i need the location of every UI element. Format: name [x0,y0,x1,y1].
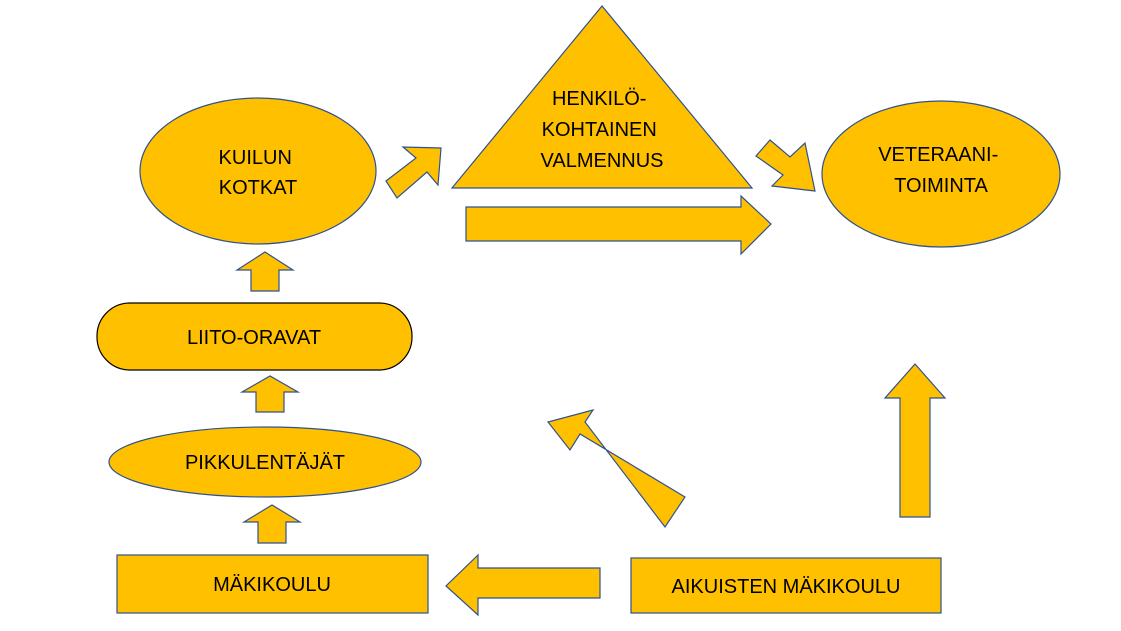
arrow-makikoulu-to-pikkulentajat [241,504,303,544]
valmennus-line-2: KOHTAINEN [542,119,657,141]
node-kuilun-kotkat: KUILUN KOTKAT [139,97,377,245]
arrow-aikuisten-to-valmennus [546,409,686,529]
node-liito-oravat: LIITO-ORAVAT [96,302,413,371]
node-aikuisten-makikoulu: AIKUISTEN MÄKIKOULU [630,557,942,614]
veteraanitoiminta-line-1: VETERAANI- [878,144,998,166]
arrow-aikuisten-to-veteraanitoiminta [883,363,947,518]
node-henkilokohtainen-valmennus: HENKILÖ- KOHTAINEN VALMENNUS [450,5,754,189]
node-makikoulu: MÄKIKOULU [116,554,429,614]
arrow-pikkulentajat-to-liito-oravat [239,375,301,413]
svg-text:KUILUN KOTKAT: KUILUN KOTKAT [219,147,298,199]
arrow-kuilun-kotkat-to-valmennus [385,146,442,199]
svg-text:PIKKULENTÄJÄT: PIKKULENTÄJÄT [185,452,345,474]
node-pikkulentajat: PIKKULENTÄJÄT [108,426,422,498]
pikkulentajat-label: PIKKULENTÄJÄT [185,452,345,474]
svg-text:LIITO-ORAVAT: LIITO-ORAVAT [187,327,321,349]
svg-text:MÄKIKOULU: MÄKIKOULU [213,574,331,596]
arrow-kuilun-kotkat-to-veteraanitoiminta [465,194,772,256]
valmennus-line-1: HENKILÖ- [552,88,646,110]
aikuisten-makikoulu-label: AIKUISTEN MÄKIKOULU [672,576,901,598]
node-veteraanitoiminta: VETERAANI- TOIMINTA [821,100,1061,248]
kuilun-kotkat-line-1: KUILUN [219,147,292,169]
arrow-aikuisten-to-makikoulu [445,553,601,617]
valmennus-line-3: VALMENNUS [541,150,664,172]
svg-text:AIKUISTEN MÄKIKOULU: AIKUISTEN MÄKIKOULU [672,576,901,598]
kuilun-kotkat-line-2: KOTKAT [219,177,298,199]
svg-text:VETERAANI- TOIMINTA: VETERAANI- TOIMINTA [878,144,1004,197]
liito-oravat-label: LIITO-ORAVAT [187,327,321,349]
makikoulu-label: MÄKIKOULU [213,574,331,596]
arrow-valmennus-to-veteraanitoiminta [755,139,816,192]
arrow-liito-oravat-to-kuilun-kotkat [234,251,296,292]
svg-text:HENKILÖ- KOHTAINEN: HENKILÖ- KOHTAINEN VALMENNUS [541,88,664,172]
veteraanitoiminta-line-2: TOIMINTA [894,175,988,197]
